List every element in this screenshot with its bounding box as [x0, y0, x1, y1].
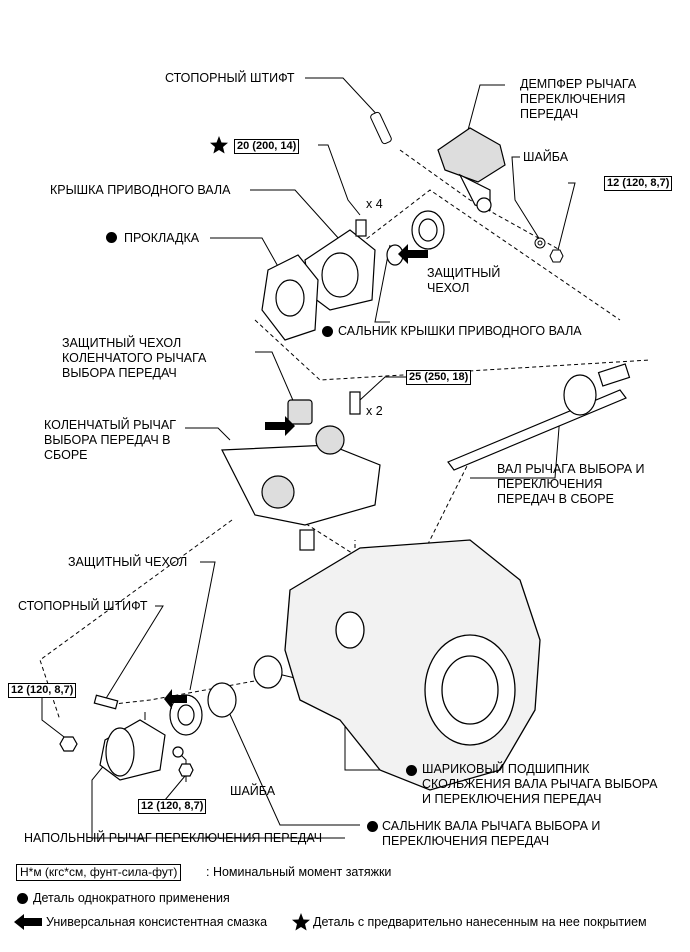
- label-shift-shaft-assy: ВАЛ РЫЧАГА ВЫБОРА И ПЕРЕКЛЮЧЕНИЯ ПЕРЕДАЧ…: [497, 462, 645, 506]
- label-stop-pin-top: СТОПОРНЫЙ ШТИФТ: [165, 71, 295, 85]
- label-dust-boot-lower: ЗАЩИТНЫЙ ЧЕХОЛ: [68, 555, 188, 569]
- label-gasket: ПРОКЛАДКА: [124, 231, 200, 245]
- legend-grease: Универсальная консистентная смазка: [46, 915, 268, 929]
- black-circle-icon: [367, 821, 378, 832]
- black-circle-icon: [406, 765, 417, 776]
- label-washer-top: ШАЙБА: [523, 150, 569, 164]
- label-x4: x 4: [366, 197, 383, 211]
- label-bellcrank-assy: КОЛЕНЧАТЫЙ РЫЧАГ ВЫБОРА ПЕРЕДАЧ В СБОРЕ: [44, 418, 176, 462]
- label-x2: x 2: [366, 404, 383, 418]
- black-circle-icon: [17, 893, 28, 904]
- black-star-icon: [210, 136, 228, 154]
- label-bellcrank-boot: ЗАЩИТНЫЙ ЧЕХОЛ КОЛЕНЧАТОГО РЫЧАГА ВЫБОРА…: [62, 336, 207, 380]
- black-circle-icon: [106, 232, 117, 243]
- label-floor-lever: НАПОЛЬНЫЙ РЫЧАГ ПЕРЕКЛЮЧЕНИЯ ПЕРЕДАЧ: [24, 831, 323, 845]
- legend-non-reusable: Деталь однократного применения: [33, 891, 230, 905]
- arrow-left-icon: [14, 914, 42, 930]
- torque-lever-nut-left: 12 (120, 8,7): [8, 683, 77, 698]
- legend-units-box: Н*м (кгс*см, фунт-сила-фут): [16, 864, 182, 881]
- label-cover-seal: САЛЬНИК КРЫШКИ ПРИВОДНОГО ВАЛА: [338, 324, 582, 338]
- label-damper: ДЕМПФЕР РЫЧАГА ПЕРЕКЛЮЧЕНИЯ ПЕРЕДАЧ: [520, 77, 637, 121]
- label-shaft-seal: САЛЬНИК ВАЛА РЫЧАГА ВЫБОРА И ПЕРЕКЛЮЧЕНИ…: [382, 819, 601, 848]
- black-star-icon: [292, 913, 310, 931]
- label-dust-boot-top: ЗАЩИТНЫЙ ЧЕХОЛ: [427, 266, 501, 295]
- torque-lever-nut-bottom: 12 (120, 8,7): [138, 799, 207, 814]
- label-stop-pin-lower: СТОПОРНЫЙ ШТИФТ: [18, 599, 148, 613]
- torque-cover-bolts: 20 (200, 14): [234, 139, 300, 154]
- legend-precoated: Деталь с предварительно нанесенным на не…: [313, 915, 647, 929]
- label-drive-shaft-cover: КРЫШКА ПРИВОДНОГО ВАЛА: [50, 183, 231, 197]
- torque-bellcrank-bolts: 25 (250, 18): [406, 370, 472, 385]
- legend-units-desc: : Номинальный момент затяжки: [206, 865, 392, 879]
- label-ball-bearing: ШАРИКОВЫЙ ПОДШИПНИК СКОЛЬЖЕНИЯ ВАЛА РЫЧА…: [422, 762, 658, 806]
- torque-damper-nut: 12 (120, 8,7): [604, 176, 673, 191]
- label-washer-lower: ШАЙБА: [230, 784, 276, 798]
- black-circle-icon: [322, 326, 333, 337]
